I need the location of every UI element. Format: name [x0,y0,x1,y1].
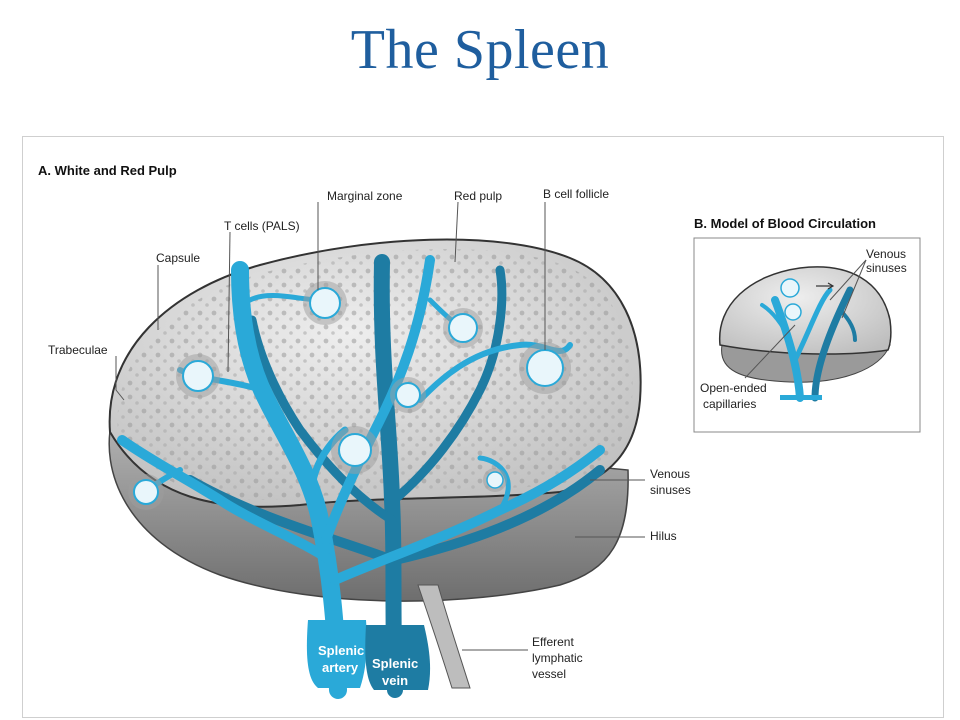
follicle [128,474,164,510]
panel-b-heading: B. Model of Blood Circulation [694,216,876,231]
panel-b-venous-label-2: sinuses [866,261,907,275]
leader-lines [115,201,645,651]
red-pulp-label: Red pulp [454,189,502,203]
t-cells-label: T cells (PALS) [224,219,300,233]
follicle [443,308,483,348]
follicle [303,281,347,325]
hilus-label: Hilus [650,529,677,543]
white-pulp-follicles [128,281,571,510]
splenic-artery-label-1: Splenic [318,643,364,658]
panel-b-spleen [719,266,892,402]
trabeculae-label: Trabeculae [48,343,108,357]
efferent-label-2: lymphatic [532,651,583,665]
venous-sinuses-label-1: Venous [650,467,690,481]
b-cell-follicle-label: B cell follicle [543,187,609,201]
follicle [176,354,220,398]
open-ended-label-1: Open-ended [700,381,767,395]
panel-a-heading: A. White and Red Pulp [38,163,177,178]
splenic-artery [306,620,367,688]
splenic-vein-label-1: Splenic [372,656,418,671]
follicle [519,342,571,394]
efferent-label-1: Efferent [532,635,574,649]
slide-title: The Spleen [350,19,610,81]
capsule-label: Capsule [156,251,200,265]
efferent-lymphatic-vessel [417,584,471,689]
splenic-vein [365,625,431,690]
open-ended-label-2: capillaries [703,397,756,411]
follicle [483,468,507,492]
marginal-zone-label: Marginal zone [327,189,403,203]
splenic-vein-label-2: vein [382,673,408,688]
follicle [331,426,379,474]
panel-b-leaders [744,259,867,379]
splenic-artery-label-2: artery [322,660,359,675]
panel-b-venous-label-1: Venous [866,247,906,261]
venous-sinuses-label-2: sinuses [650,483,691,497]
efferent-label-3: vessel [532,667,566,681]
follicle [390,377,426,413]
